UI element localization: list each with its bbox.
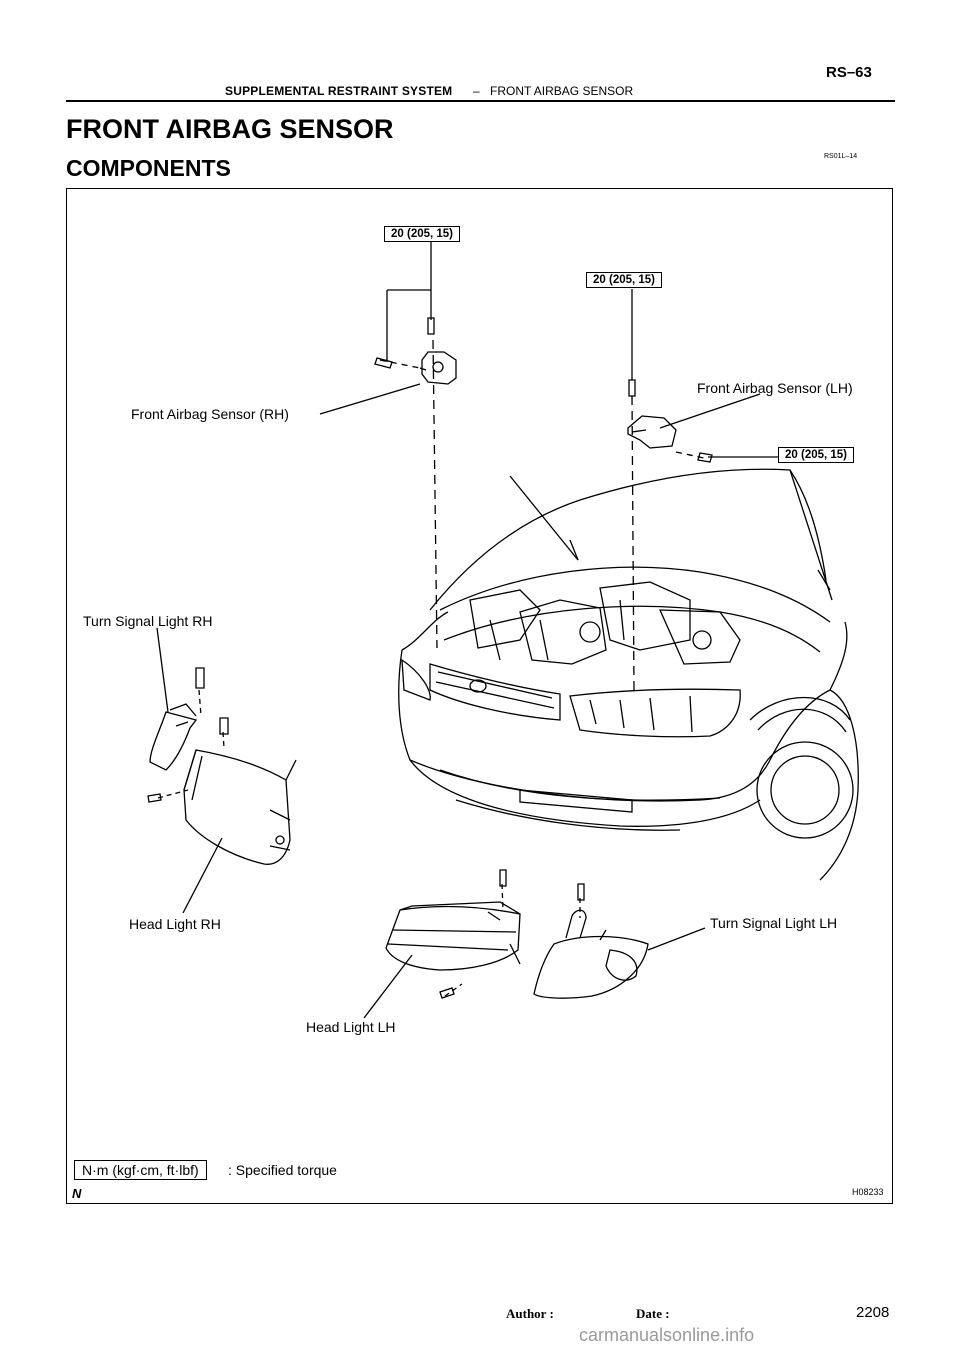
figure-code: H08233: [852, 1187, 884, 1197]
label-head-light-rh: Head Light RH: [129, 916, 221, 932]
label-turn-signal-light-lh: Turn Signal Light LH: [710, 915, 838, 931]
label-turn-signal-light-rh: Turn Signal Light RH: [83, 613, 213, 629]
footer-doc-page: 2208: [856, 1304, 890, 1321]
watermark: carmanualsonline.info: [579, 1325, 755, 1345]
label-head-light-lh: Head Light LH: [306, 1019, 396, 1035]
reference-code: RS01L–14: [824, 153, 858, 160]
page-number: RS–63: [826, 64, 872, 81]
page-subtitle: COMPONENTS: [66, 155, 231, 181]
legend-torque-unit: N·m (kgf·cm, ft·lbf): [74, 1160, 207, 1180]
torque-box-rh-sensor: 20 (205, 15): [384, 226, 461, 242]
torque-box-lh-sensor-side: 20 (205, 15): [778, 447, 855, 463]
header-subsection: FRONT AIRBAG SENSOR: [490, 84, 634, 98]
page-title: FRONT AIRBAG SENSOR: [66, 114, 394, 144]
label-front-airbag-sensor-lh: Front Airbag Sensor (LH): [697, 380, 853, 396]
legend-specified-torque: : Specified torque: [228, 1162, 337, 1178]
figure-frame: [66, 188, 893, 1204]
label-front-airbag-sensor-rh: Front Airbag Sensor (RH): [131, 406, 289, 422]
header-separator: –: [473, 84, 480, 98]
footer-date-label: Date :: [636, 1306, 670, 1321]
torque-box-lh-sensor-top: 20 (205, 15): [586, 272, 663, 288]
header-section: SUPPLEMENTAL RESTRAINT SYSTEM: [225, 84, 453, 98]
header-rule: [66, 100, 895, 102]
n-mark: N: [72, 1186, 82, 1201]
footer-author-label: Author :: [506, 1306, 554, 1321]
